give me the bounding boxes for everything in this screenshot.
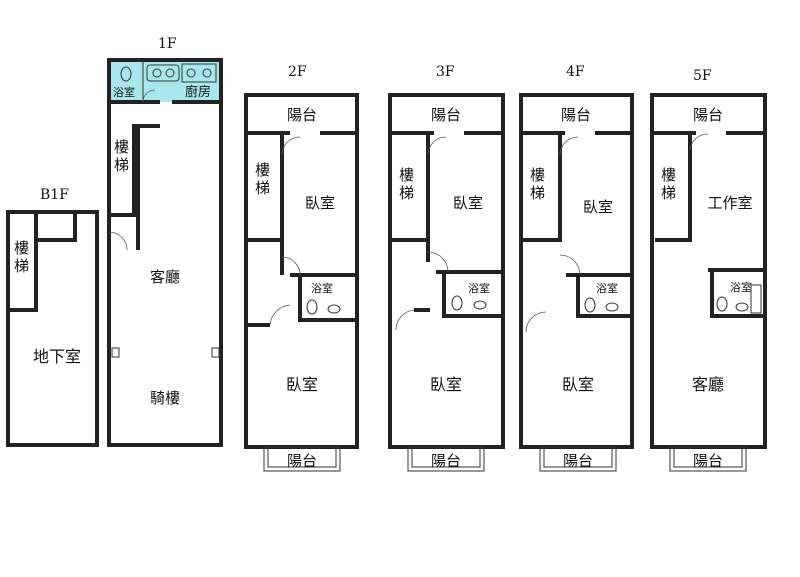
floor-label-5f: 5F	[693, 68, 712, 84]
5f-bath-wall	[708, 268, 765, 318]
toilet-icon	[120, 66, 132, 82]
floor-label-b1f: B1F	[40, 187, 69, 203]
2f-bath-label: 浴室	[311, 281, 333, 295]
sink-basin-icon	[165, 68, 175, 78]
3f-bath-label: 浴室	[468, 281, 490, 295]
2f-balcony-back-label: 陽台	[287, 106, 317, 124]
2f-front-balcony-inner	[267, 446, 337, 468]
1f-living-label: 客廳	[150, 268, 180, 286]
2f-bedroom-back-label: 臥室	[305, 194, 335, 212]
sink-icon	[735, 302, 749, 312]
3f-front-balcony-inner	[411, 446, 481, 468]
burner-icon	[202, 68, 212, 78]
toilet-icon	[584, 297, 596, 313]
sink-icon	[473, 300, 487, 310]
3f-door	[395, 309, 415, 331]
4f-bath-label: 浴室	[596, 281, 618, 295]
4f-front-balcony-inner	[543, 446, 613, 468]
floor-label-4f: 4F	[566, 64, 585, 80]
floor-label-1f: 1F	[158, 36, 177, 52]
burner-icon	[186, 68, 196, 78]
2f-door	[281, 136, 301, 156]
5f-workroom-label: 工作室	[707, 194, 752, 212]
b1f-outline	[6, 210, 99, 447]
3f-bedroom-front-label: 臥室	[430, 375, 462, 394]
4f-balcony-front-label: 陽台	[563, 452, 593, 470]
floor-2f: 2F 陽台 樓梯 臥室 浴室 臥室 陽台	[244, 64, 359, 472]
4f-door	[525, 311, 547, 333]
4f-outline	[519, 93, 634, 449]
floor-label-3f: 3F	[436, 64, 455, 80]
2f-door	[281, 256, 301, 276]
3f-bedroom-back-label: 臥室	[453, 194, 483, 212]
4f-balcony-back-label: 陽台	[561, 106, 591, 124]
floor-1f: 1F 浴室 廚房 樓 梯 客廳 騎樓	[107, 36, 223, 447]
floor-5f: 5F 陽台 樓梯 工作室 浴室 客廳 陽台	[650, 68, 767, 472]
2f-door	[269, 304, 291, 326]
1f-stairs-label: 樓 梯	[114, 138, 134, 174]
4f-stair-wall	[521, 133, 562, 242]
1f-side-door	[108, 231, 128, 251]
b1f-basement-label: 地下室	[33, 347, 81, 366]
5f-living-label: 客廳	[692, 375, 724, 394]
stove-icon	[181, 63, 217, 83]
toilet-icon	[716, 296, 728, 312]
1f-stair-wall	[109, 124, 160, 217]
2f-stairs-label: 樓梯	[255, 161, 270, 197]
4f-bath-wall	[566, 273, 632, 318]
2f-outline	[244, 93, 359, 449]
4f-bedroom-back-label: 臥室	[583, 198, 613, 216]
3f-bath-wall	[436, 270, 503, 318]
5f-door	[689, 133, 709, 151]
1f-kitchen-label: 廚房	[185, 84, 211, 100]
sink-basin-icon	[152, 68, 162, 78]
sink-icon	[146, 64, 180, 82]
3f-stairs-label: 樓梯	[399, 166, 414, 202]
1f-bath-door	[142, 89, 156, 103]
1f-column-left	[111, 347, 120, 358]
2f-bedroom-front-label: 臥室	[286, 375, 318, 394]
4f-stairs-label: 樓梯	[530, 166, 545, 202]
3f-door	[427, 251, 449, 273]
2f-bath-wall	[290, 273, 357, 322]
5f-stair-wall	[655, 133, 692, 242]
floor-b1f: B1F 樓 梯 地下室	[6, 187, 99, 447]
3f-balcony-front-label: 陽台	[431, 452, 461, 470]
1f-column-right	[211, 347, 220, 358]
1f-arcade-label: 騎樓	[150, 389, 180, 407]
shower-icon	[750, 284, 762, 314]
toilet-icon	[306, 299, 318, 315]
3f-door	[427, 136, 447, 156]
sink-icon	[327, 304, 341, 314]
5f-bath-label: 浴室	[730, 280, 752, 294]
1f-bath-label: 浴室	[113, 85, 135, 99]
3f-balcony-back-label: 陽台	[431, 106, 461, 124]
floor-3f: 3F 陽台 樓梯 臥室 浴室 臥室 陽台	[388, 64, 505, 472]
floor-label-2f: 2F	[288, 64, 307, 80]
4f-door	[559, 254, 581, 276]
2f-balcony-front-label: 陽台	[287, 452, 317, 470]
b1f-stairs-label: 樓 梯	[14, 239, 34, 275]
5f-balcony-back-label: 陽台	[693, 106, 723, 124]
5f-stairs-label: 樓梯	[661, 166, 676, 202]
5f-front-balcony-inner	[673, 446, 743, 468]
4f-bedroom-front-label: 臥室	[562, 375, 594, 394]
floor-4f: 4F 陽台 樓梯 臥室 浴室 臥室 陽台	[519, 64, 634, 472]
5f-balcony-front-label: 陽台	[693, 452, 723, 470]
sink-icon	[605, 302, 619, 312]
1f-outline	[107, 58, 223, 447]
b1f-stair-landing	[36, 212, 77, 242]
4f-door	[559, 136, 579, 156]
b1f-stair-wall	[8, 212, 38, 312]
toilet-icon	[451, 295, 463, 311]
